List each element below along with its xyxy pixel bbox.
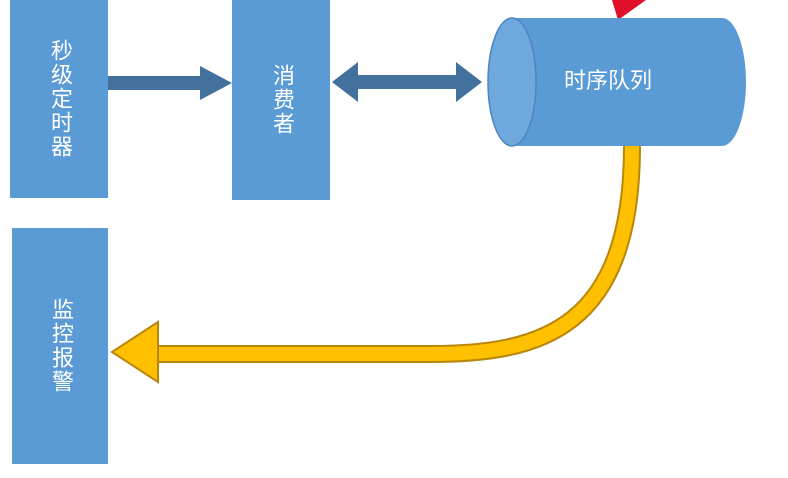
consumer-label: 消费者 <box>269 64 294 136</box>
consumer-box: 消费者 <box>232 0 330 200</box>
alarm-box: 监控报警 <box>12 228 108 464</box>
timer-label: 秒级定时器 <box>47 39 72 159</box>
timer-box: 秒级定时器 <box>10 0 108 198</box>
queue-to-alarm-curved-arrow <box>110 145 641 384</box>
queue-label: 时序队列 <box>563 69 652 94</box>
queue-cylinder <box>487 17 746 147</box>
timer-to-consumer-arrow <box>108 66 232 100</box>
red-arrow-tip <box>612 0 646 20</box>
alarm-label: 监控报警 <box>48 298 73 394</box>
consumer-queue-double-arrow <box>332 62 482 102</box>
